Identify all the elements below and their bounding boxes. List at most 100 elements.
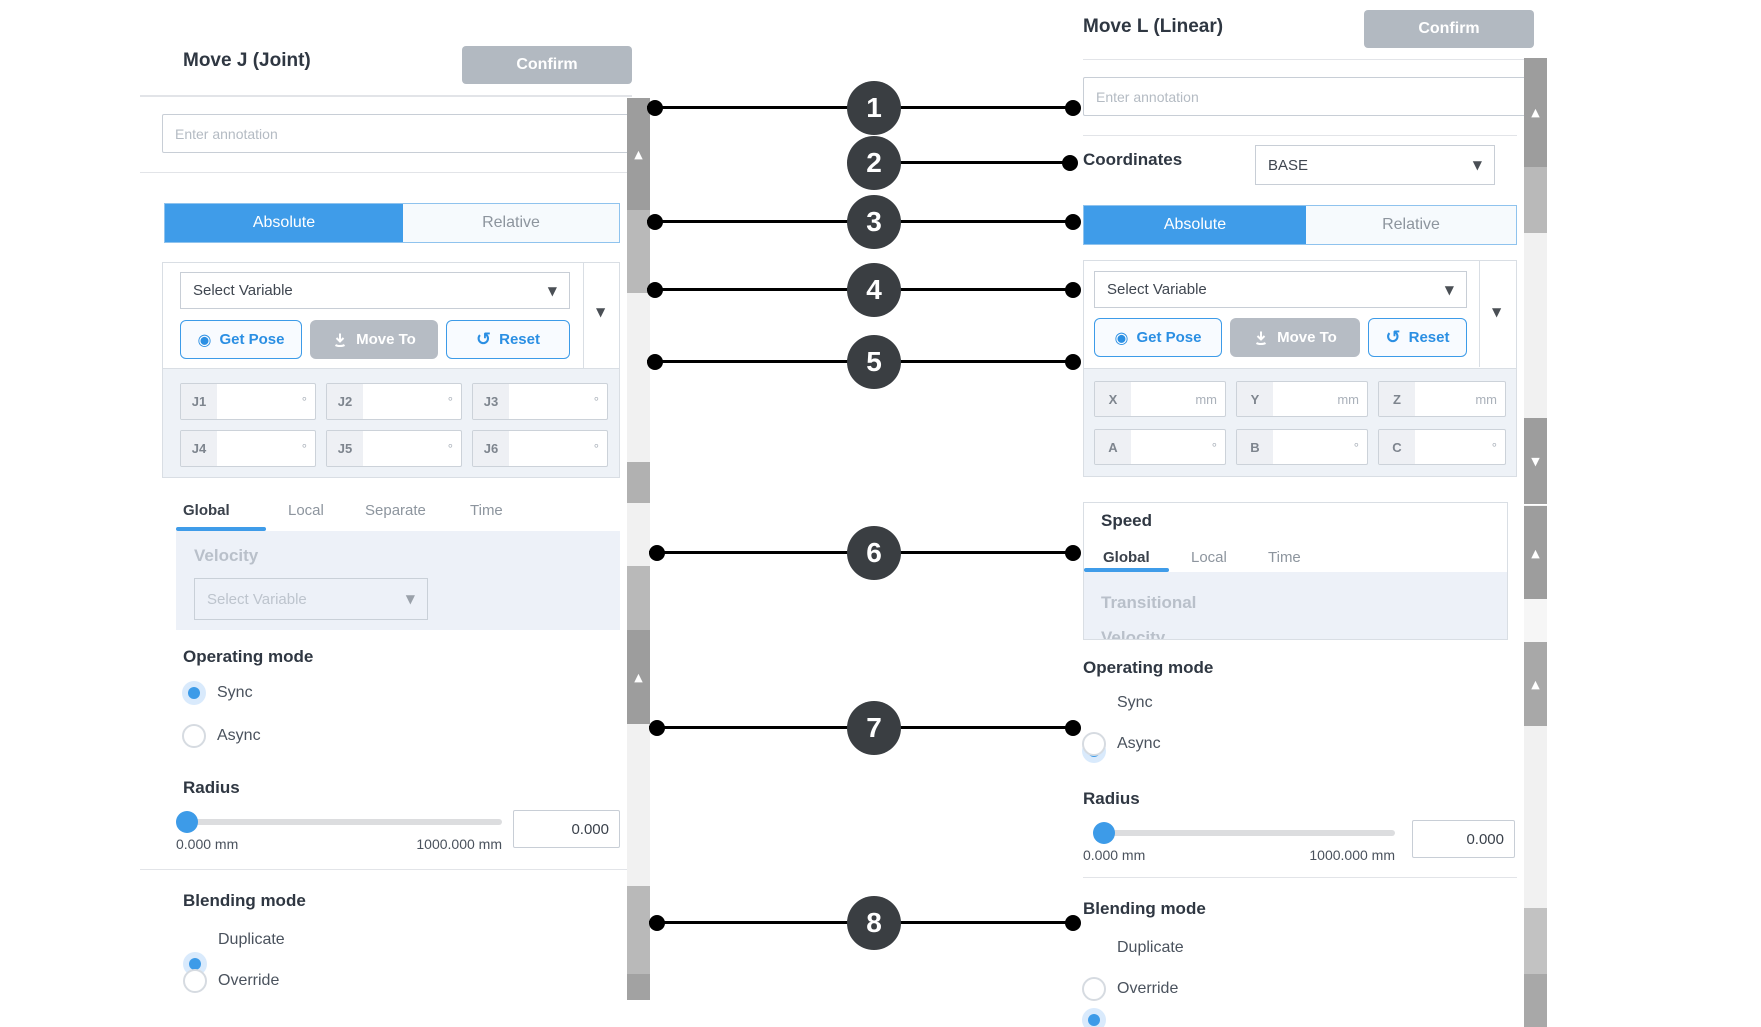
movej-scrollbar[interactable]: ▲ ▲ xyxy=(627,96,650,1002)
chevron-down-icon: ▼ xyxy=(547,283,557,298)
scrollbar-thumb[interactable] xyxy=(627,974,650,1000)
movel-annotation-input[interactable] xyxy=(1083,77,1543,116)
scrollbar-track[interactable] xyxy=(1524,726,1547,908)
axis-input-b[interactable] xyxy=(1273,430,1346,464)
scrollbar-thumb[interactable]: ▲ xyxy=(1524,58,1547,167)
movel-move-to-button[interactable]: Move To xyxy=(1230,318,1360,357)
movel-speedtab-global[interactable]: Global xyxy=(1103,549,1150,566)
axis-input-z[interactable] xyxy=(1415,382,1468,416)
movel-confirm-button[interactable]: Confirm xyxy=(1364,10,1534,48)
movej-move-to-button[interactable]: Move To xyxy=(310,320,438,359)
scroll-up-icon[interactable]: ▲ xyxy=(634,670,643,684)
movej-sync-radio[interactable] xyxy=(182,681,206,705)
movel-radius-slider-knob[interactable] xyxy=(1093,822,1115,844)
movej-tab-absolute[interactable]: Absolute xyxy=(165,204,403,242)
movej-override-radio[interactable] xyxy=(183,969,207,993)
callout-dot xyxy=(1062,155,1078,171)
reset-label: Reset xyxy=(499,331,540,348)
axis-field-x: X mm xyxy=(1094,381,1226,417)
movej-tab-relative[interactable]: Relative xyxy=(482,214,540,231)
scrollbar-track[interactable] xyxy=(1524,599,1547,642)
scrollbar-thumb[interactable] xyxy=(1524,167,1547,233)
scrollbar-thumb[interactable] xyxy=(627,210,650,293)
transitional-label: Transitional xyxy=(1101,593,1197,612)
movej-radius-value-input[interactable] xyxy=(513,810,620,848)
scroll-up-icon[interactable]: ▲ xyxy=(1531,106,1540,119)
movej-radius-slider-knob[interactable] xyxy=(176,811,198,833)
movej-async-radio[interactable] xyxy=(182,724,206,748)
movej-speedtab-separate[interactable]: Separate xyxy=(365,502,426,519)
movel-radius-slider-track[interactable] xyxy=(1093,830,1395,836)
movej-operating-mode-heading: Operating mode xyxy=(183,647,314,666)
movel-get-pose-button[interactable]: ◉ Get Pose xyxy=(1094,318,1222,357)
scrollbar-track[interactable] xyxy=(627,293,650,462)
movel-radius-value-input[interactable] xyxy=(1412,820,1515,858)
joint-input-j5[interactable] xyxy=(363,431,440,466)
axis-input-x[interactable] xyxy=(1131,382,1188,416)
joint-input-j6[interactable] xyxy=(509,431,586,466)
scroll-up-icon[interactable]: ▲ xyxy=(1531,546,1540,560)
divider xyxy=(1083,877,1517,878)
scrollbar-thumb[interactable]: ▲ xyxy=(1524,505,1547,600)
movel-scrollbar[interactable]: ▲ ▼ ▲ ▲ xyxy=(1524,58,1547,1027)
axis-label: X xyxy=(1095,382,1131,416)
movej-select-variable[interactable]: Select Variable ▼ xyxy=(180,272,570,309)
joint-input-j4[interactable] xyxy=(217,431,294,466)
scroll-up-icon[interactable]: ▲ xyxy=(634,147,643,161)
movej-velocity-select[interactable]: Select Variable ▼ xyxy=(194,578,428,620)
movej-override-label: Override xyxy=(218,972,280,989)
movel-coordinates-select[interactable]: BASE ▼ xyxy=(1255,145,1495,185)
scrollbar-thumb[interactable]: ▲ xyxy=(627,630,650,724)
movel-async-radio[interactable] xyxy=(1082,732,1106,756)
movej-speedtab-global[interactable]: Global xyxy=(183,502,230,519)
scrollbar-thumb[interactable] xyxy=(627,462,650,503)
scroll-up-icon[interactable]: ▲ xyxy=(1531,677,1540,691)
movel-speedtab-time[interactable]: Time xyxy=(1268,549,1301,566)
movej-speedtab-time[interactable]: Time xyxy=(470,502,503,519)
joint-input-j3[interactable] xyxy=(509,384,586,419)
scrollbar-thumb[interactable] xyxy=(1524,974,1547,1027)
chevron-down-icon[interactable]: ▼ xyxy=(1492,305,1502,319)
joint-input-j1[interactable] xyxy=(217,384,294,419)
movel-reset-button[interactable]: ↺ Reset xyxy=(1368,318,1467,357)
movel-tab-relative[interactable]: Relative xyxy=(1382,216,1440,233)
axis-input-c[interactable] xyxy=(1415,430,1484,464)
movej-get-pose-button[interactable]: ◉ Get Pose xyxy=(180,320,302,359)
movel-override-radio[interactable] xyxy=(1082,977,1106,1001)
movej-speedtab-local[interactable]: Local xyxy=(288,502,324,519)
axis-input-a[interactable] xyxy=(1131,430,1204,464)
get-pose-label: Get Pose xyxy=(1136,329,1202,346)
callout-line-2 xyxy=(874,161,1070,164)
callout-8: 8 xyxy=(847,896,901,950)
scrollbar-thumb[interactable] xyxy=(1524,908,1547,974)
chevron-down-icon[interactable]: ▼ xyxy=(596,305,606,319)
scrollbar-track[interactable] xyxy=(627,724,650,886)
unit-label: ° xyxy=(593,441,599,456)
scrollbar-thumb[interactable]: ▲ xyxy=(1524,642,1547,726)
scrollbar-thumb[interactable]: ▼ xyxy=(1524,418,1547,504)
movej-annotation-input[interactable] xyxy=(162,114,646,153)
movej-radius-slider-track[interactable] xyxy=(176,819,502,825)
movel-duplicate-radio[interactable] xyxy=(1082,1008,1106,1027)
axis-input-y[interactable] xyxy=(1273,382,1330,416)
joint-input-j2[interactable] xyxy=(363,384,440,419)
scrollbar-track[interactable] xyxy=(1524,233,1547,418)
scrollbar-thumb[interactable] xyxy=(627,566,650,630)
movej-extra-column: ▼ xyxy=(583,263,621,369)
movej-joint-fields-area: J1 ° J2 ° J3 ° J4 ° J5 ° J6 ° xyxy=(163,368,619,477)
movel-select-variable[interactable]: Select Variable ▼ xyxy=(1094,271,1467,308)
movel-speedtab-local[interactable]: Local xyxy=(1191,549,1227,566)
movej-reset-button[interactable]: ↺ Reset xyxy=(446,320,570,359)
scroll-down-icon[interactable]: ▼ xyxy=(1531,454,1540,468)
divider xyxy=(1083,135,1517,136)
movel-tab-absolute[interactable]: Absolute xyxy=(1084,206,1306,244)
movej-confirm-button[interactable]: Confirm xyxy=(462,46,632,84)
move-down-icon xyxy=(1256,331,1267,345)
movel-coordinates-label: Coordinates xyxy=(1083,150,1183,169)
scrollbar-thumb[interactable]: ▲ xyxy=(627,98,650,210)
scrollbar-thumb[interactable] xyxy=(627,886,650,974)
joint-label: J2 xyxy=(327,384,363,419)
scrollbar-track[interactable] xyxy=(627,503,650,566)
joint-field-j5: J5 ° xyxy=(326,430,462,467)
unit-label: ° xyxy=(301,441,307,456)
